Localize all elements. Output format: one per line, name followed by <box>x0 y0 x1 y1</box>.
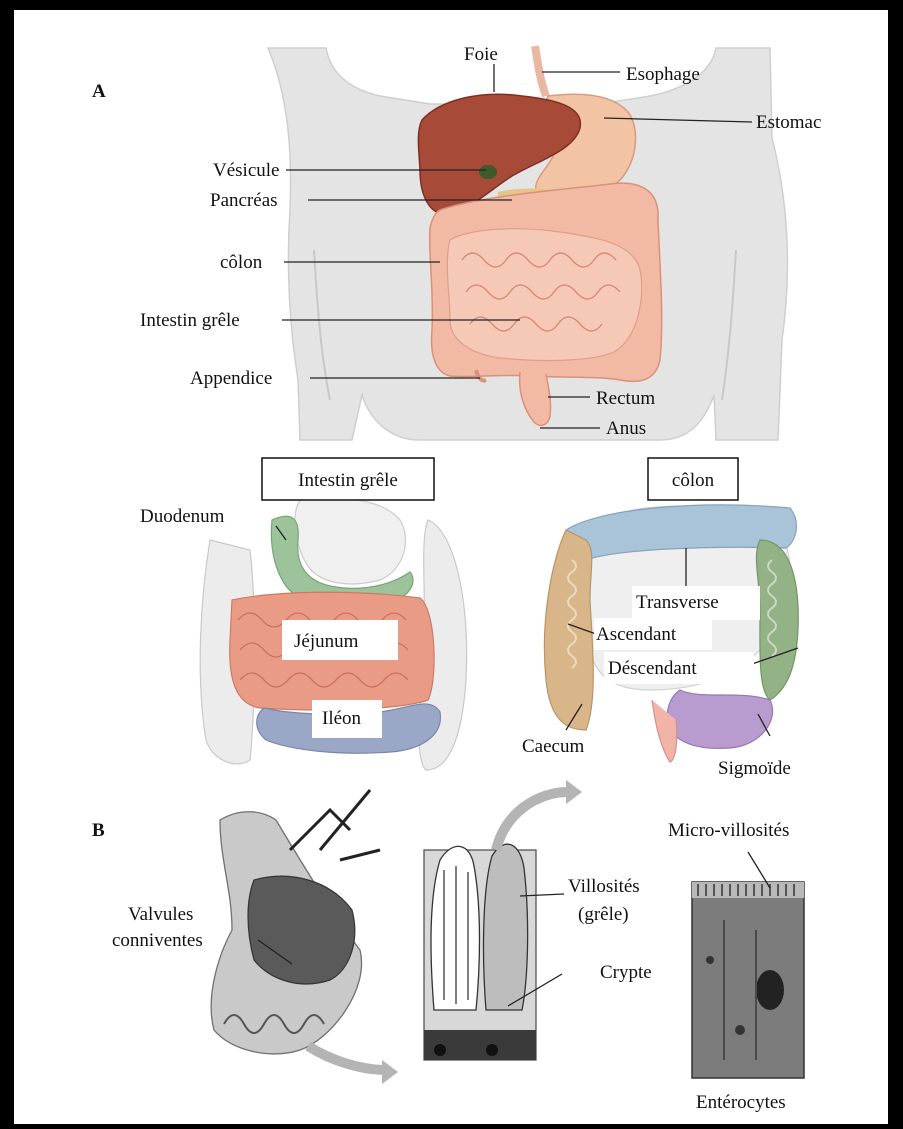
label-colon: côlon <box>220 252 263 273</box>
colon-sigmoide-shape <box>667 690 772 748</box>
valvules-illustration <box>211 790 398 1084</box>
diagram-frame: A Foie Esophage Estomac Vésicule Pancréa <box>14 10 888 1124</box>
small-intestine-title-box: Intestin grêle <box>262 458 434 500</box>
colon-descendant-shape <box>756 540 798 700</box>
villosites-illustration <box>424 780 582 1060</box>
label-descendant: Déscendant <box>608 658 697 679</box>
enterocytes-illustration <box>692 882 804 1078</box>
label-sigmoide: Sigmoïde <box>718 758 791 779</box>
label-valvules-2: conniventes <box>112 930 203 951</box>
small-intestine-title: Intestin grêle <box>298 470 398 491</box>
colon-title-box: côlon <box>648 458 738 500</box>
label-valvules-1: Valvules <box>128 904 193 925</box>
label-pancreas: Pancréas <box>210 190 278 211</box>
label-micro-villosites: Micro-villosités <box>668 820 789 841</box>
label-enterocytes: Entérocytes <box>696 1092 786 1113</box>
label-vesicule: Vésicule <box>213 160 279 181</box>
label-crypte: Crypte <box>600 962 652 983</box>
label-villosites-2: (grêle) <box>578 904 629 925</box>
label-duodenum: Duodenum <box>140 506 225 527</box>
digestive-system-diagram: A Foie Esophage Estomac Vésicule Pancréa <box>14 10 888 1124</box>
label-appendice: Appendice <box>190 368 272 389</box>
label-ascendant: Ascendant <box>596 624 677 645</box>
label-villosites-1: Villosités <box>568 876 640 897</box>
colon-title: côlon <box>672 470 715 491</box>
small-intestine-shape <box>447 229 641 361</box>
label-estomac: Estomac <box>756 112 821 133</box>
panel-a-letter: A <box>92 81 106 102</box>
label-intestin-grele: Intestin grêle <box>140 310 240 331</box>
gallbladder-shape <box>479 165 497 179</box>
label-foie: Foie <box>464 44 498 65</box>
label-caecum: Caecum <box>522 736 584 757</box>
label-transverse: Transverse <box>636 592 719 613</box>
esophagus-shape <box>535 46 546 96</box>
label-jejunum: Jéjunum <box>294 631 359 652</box>
label-esophage: Esophage <box>626 64 700 85</box>
label-ileon: Iléon <box>322 708 362 729</box>
label-rectum: Rectum <box>596 388 655 409</box>
label-anus: Anus <box>606 418 646 439</box>
panel-b-letter: B <box>92 820 105 841</box>
